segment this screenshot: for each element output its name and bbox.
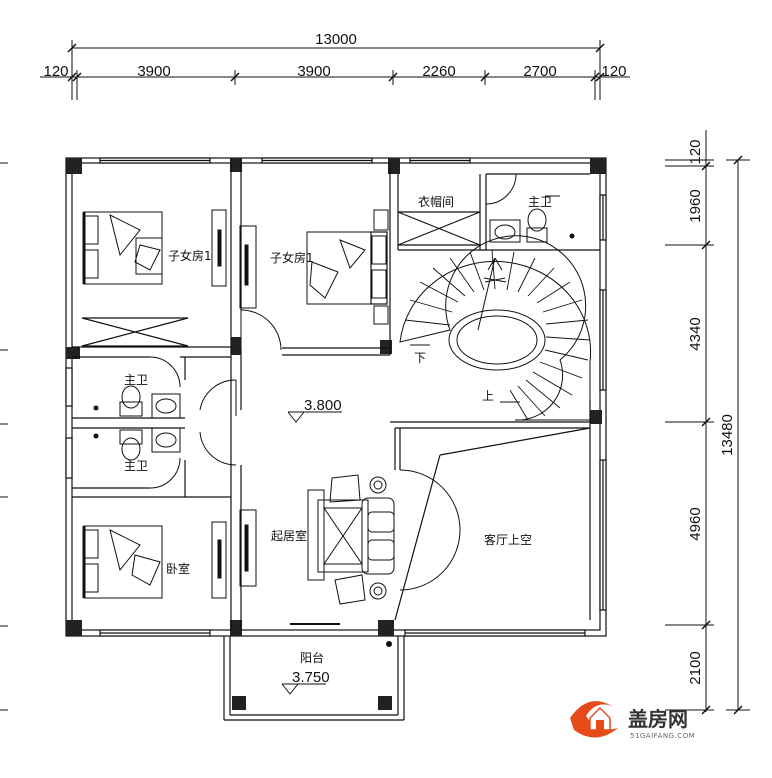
exterior-walls: [65, 157, 607, 637]
room-label-bedroom: 卧室: [166, 561, 190, 576]
bed-kids-room-left: [82, 209, 227, 287]
bed-bedroom: [82, 509, 257, 599]
columns: [66, 158, 606, 710]
right-dimension-lines: [665, 130, 750, 715]
sofa-set: [307, 474, 395, 605]
dim-right-seg-3: 4340: [687, 317, 704, 350]
dim-top-seg-6: 120: [601, 63, 626, 80]
dim-right-seg-2: 1960: [687, 189, 704, 222]
room-label-living: 起居室: [271, 528, 307, 543]
dim-top-total: 13000: [315, 31, 357, 48]
watermark-url: 51GAIFANG.COM: [630, 732, 695, 740]
spiral-stair: [399, 235, 592, 421]
room-label-bath-upper: 主卫: [124, 373, 148, 387]
balcony-outline: [223, 623, 405, 721]
dim-right-seg-1: 120: [687, 139, 704, 164]
doors: [149, 173, 517, 591]
watermark-brand: 盖房网: [628, 707, 688, 731]
room-label-void: 客厅上空: [484, 532, 532, 547]
elevation-floor: 3.800: [304, 397, 342, 414]
elevation-marker-balcony: [281, 683, 326, 695]
dim-top-seg-2: 3900: [137, 63, 170, 80]
bath-fixtures-top: [489, 195, 575, 243]
elevation-balcony: 3.750: [292, 669, 330, 686]
bed-kids-room-center: [239, 209, 389, 325]
dim-top-seg-3: 3900: [297, 63, 330, 80]
dim-right-seg-5: 2100: [687, 651, 704, 684]
dim-right-seg-4: 4960: [687, 507, 704, 540]
left-edge-ticks: [0, 162, 8, 711]
room-label-bath-lower: 主卫: [124, 459, 148, 473]
bath-fixtures-left: [93, 385, 181, 461]
stair-down-label: 下: [414, 351, 426, 365]
dim-top-seg-5: 2700: [523, 63, 556, 80]
room-label-kids-center: 子女房1: [270, 250, 314, 265]
top-dimension-lines: [40, 40, 630, 100]
dim-right-total: 13480: [719, 414, 736, 456]
dim-top-seg-4: 2260: [422, 63, 455, 80]
stair-up-label: 上: [482, 389, 494, 403]
room-label-balcony: 阳台: [300, 650, 324, 665]
dim-top-seg-1: 120: [43, 63, 68, 80]
watermark-logo: [570, 701, 618, 738]
elevation-marker-floor: [287, 411, 342, 423]
room-label-kids-left: 子女房1: [168, 248, 212, 263]
room-label-master-bath-top: 主卫: [528, 195, 552, 209]
room-label-closet: 衣帽间: [418, 194, 454, 209]
